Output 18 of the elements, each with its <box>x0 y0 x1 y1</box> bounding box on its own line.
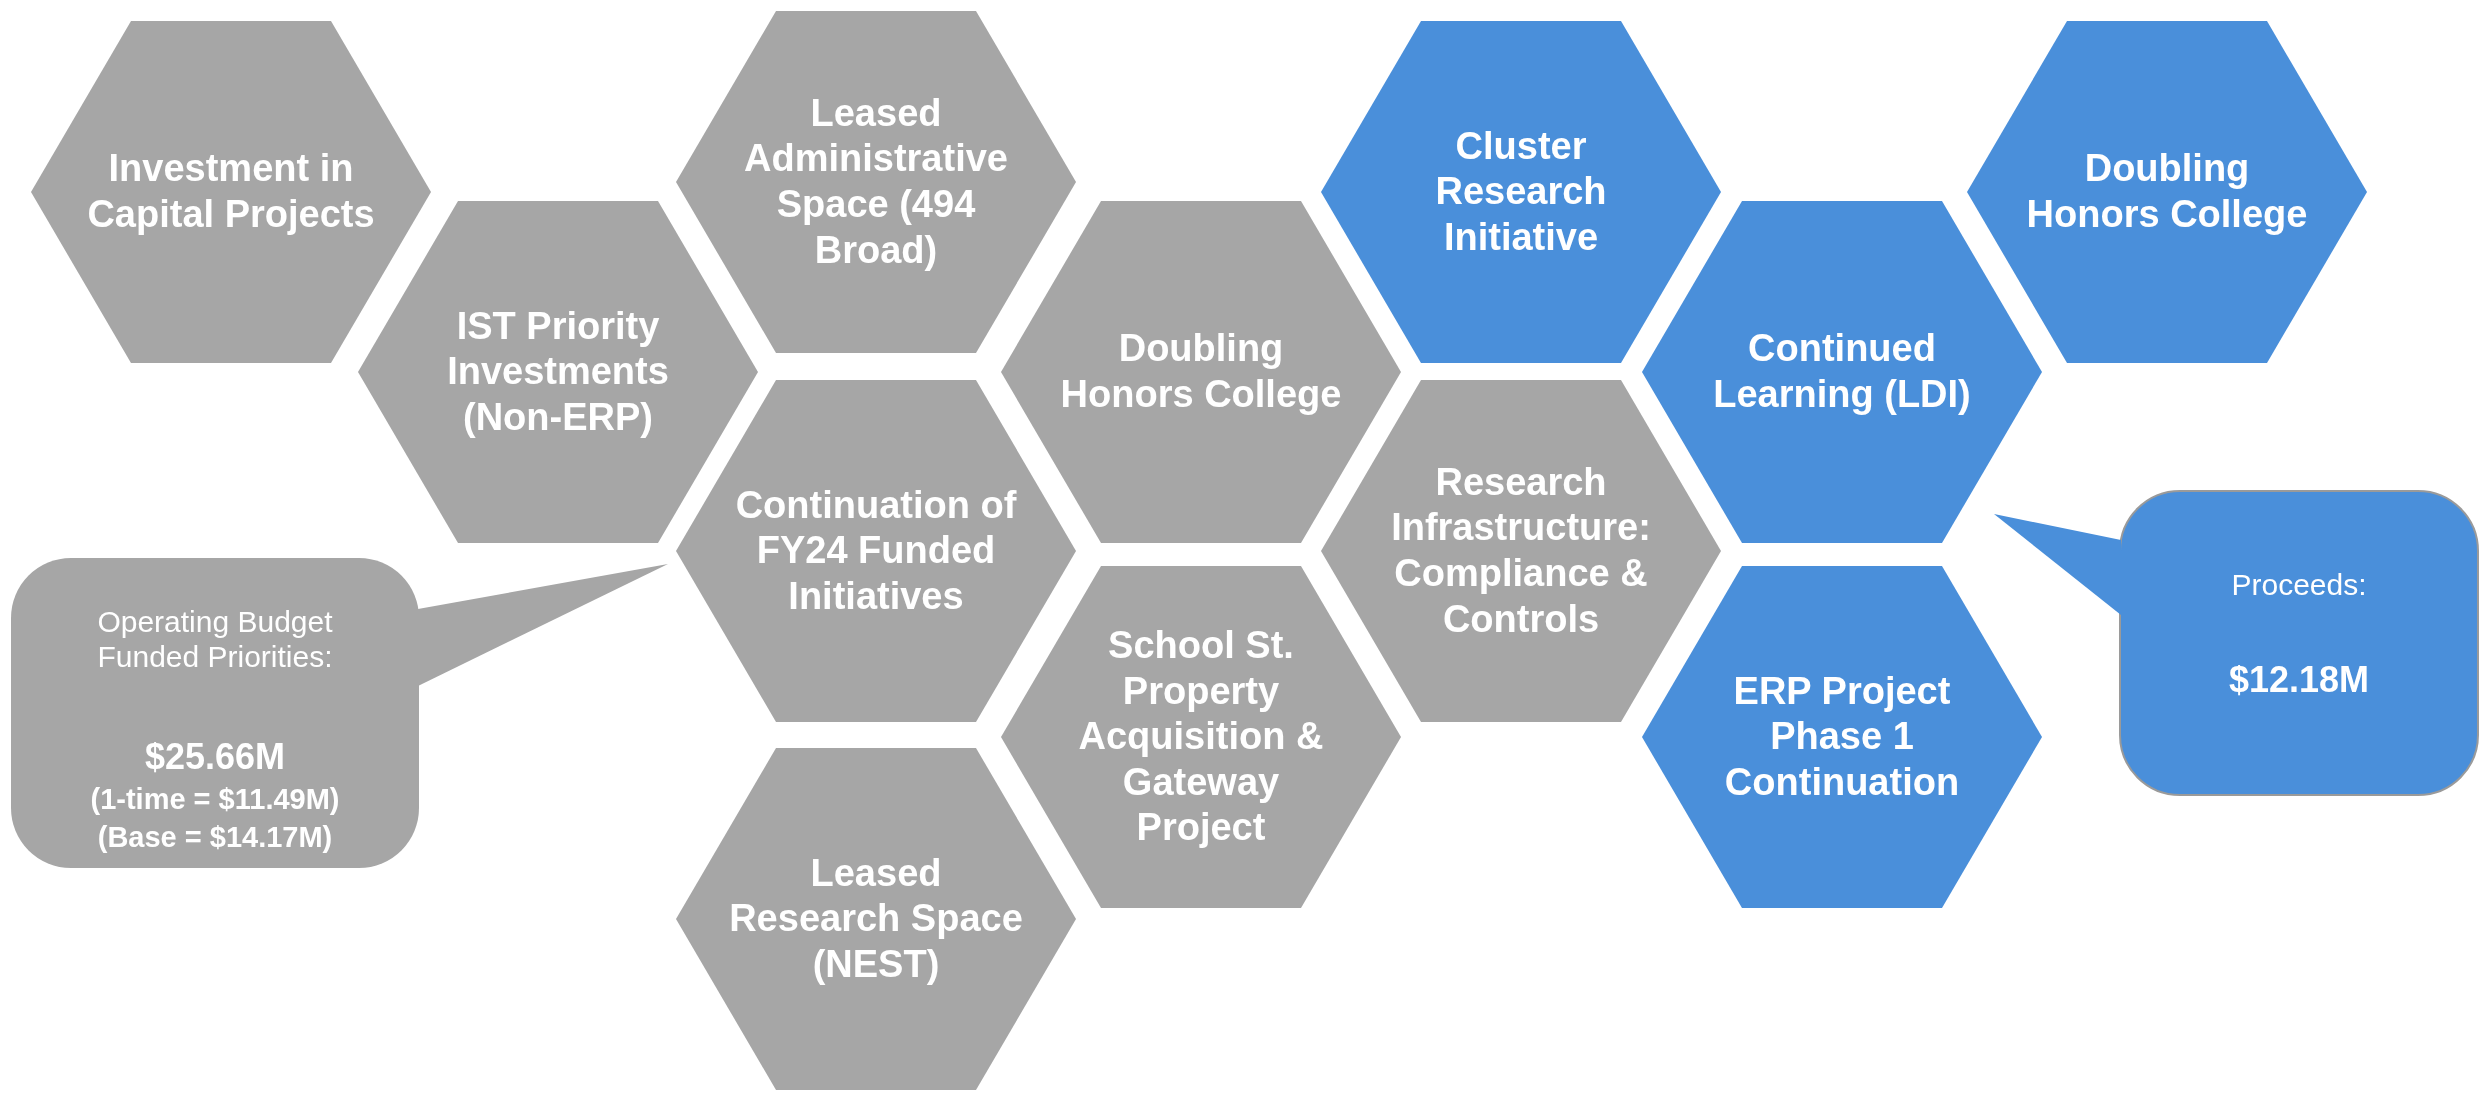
hexagon-label: Investment in Capital Projects <box>86 146 376 237</box>
hexagon-label: Continued Learning (LDI) <box>1712 326 1972 417</box>
hexagon-label: Leased Administrative Space (494 Broad) <box>743 90 1009 273</box>
amount-text: $12.18M <box>2228 658 2370 700</box>
bubble-label: Proceeds: <box>2231 568 2367 603</box>
hexagon-label: IST Priority Investments (Non-ERP) <box>446 303 670 440</box>
hexagon-label: Cluster Research Initiative <box>1434 123 1608 260</box>
hexagon-label: Research Infrastructure: Compliance & Controls <box>1390 459 1652 642</box>
hexagon-label: Leased Research Space (NEST) <box>728 850 1024 987</box>
hexagon-label: Doubling Honors College <box>2025 146 2309 237</box>
amount-text: (Base = $14.17M) <box>97 820 333 855</box>
amount-text: $25.66M <box>144 736 286 778</box>
hexagon-label: Doubling Honors College <box>1059 326 1343 417</box>
hexagon-label: Continuation of FY24 Funded Initiatives <box>734 482 1018 619</box>
bubble-label: Operating Budget Funded Priorities: <box>96 605 334 674</box>
hexagon-label: ERP Project Phase 1 Continuation <box>1723 668 1961 805</box>
hexagon-label: School St. Property Acquisition & Gateway Project <box>1077 623 1325 851</box>
amount-text: (1-time = $11.49M) <box>90 783 340 817</box>
